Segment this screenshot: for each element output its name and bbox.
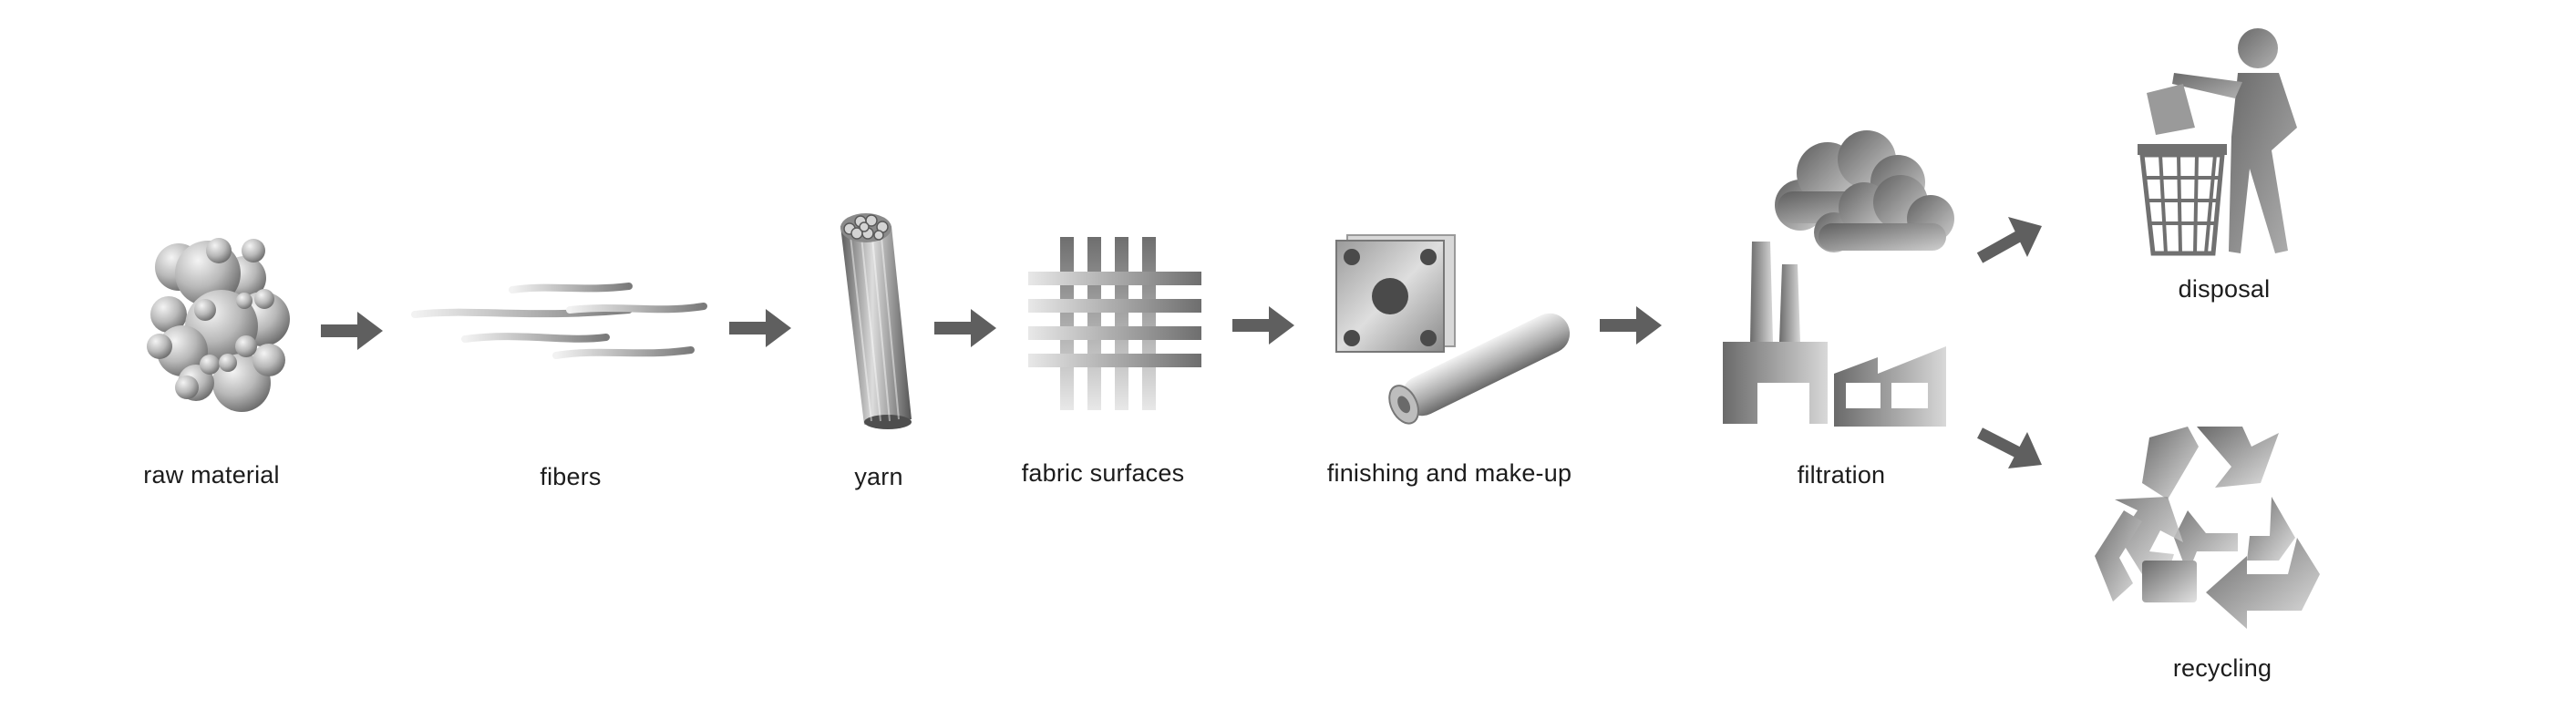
bubbles-icon [147, 238, 290, 412]
stage-label-raw-material: raw material [143, 461, 280, 489]
flow-arrows [321, 217, 2042, 468]
arrow-fabric-to-finishing [1232, 306, 1294, 345]
stage-label-filtration: filtration [1797, 461, 1886, 489]
arrow-fibers-to-yarn [729, 309, 791, 347]
recycling-icon [2095, 427, 2320, 629]
arrow-finishing-to-filtration [1600, 306, 1662, 345]
outcome-label-recycling: recycling [2172, 654, 2272, 682]
stage-label-yarn: yarn [854, 463, 903, 490]
trash-bin-person-icon [2138, 28, 2297, 256]
outcome-label-disposal: disposal [2178, 275, 2271, 303]
factory-icon [1723, 130, 1954, 427]
arrow-filtration-to-recycling [1977, 427, 2042, 468]
stage-label-fibers: fibers [540, 463, 602, 490]
stage-label-finishing: finishing and make-up [1326, 459, 1572, 487]
fibers-icon [411, 283, 707, 359]
yarn-icon [840, 213, 912, 429]
arrow-yarn-to-fabric [934, 309, 996, 347]
woven-fabric-icon [1028, 237, 1201, 410]
finished-textile-icon [1335, 234, 1571, 425]
stage-label-fabric-surfaces: fabric surfaces [1021, 459, 1185, 487]
arrow-filtration-to-disposal [1976, 217, 2042, 263]
arrow-raw-to-fibers [321, 312, 383, 350]
